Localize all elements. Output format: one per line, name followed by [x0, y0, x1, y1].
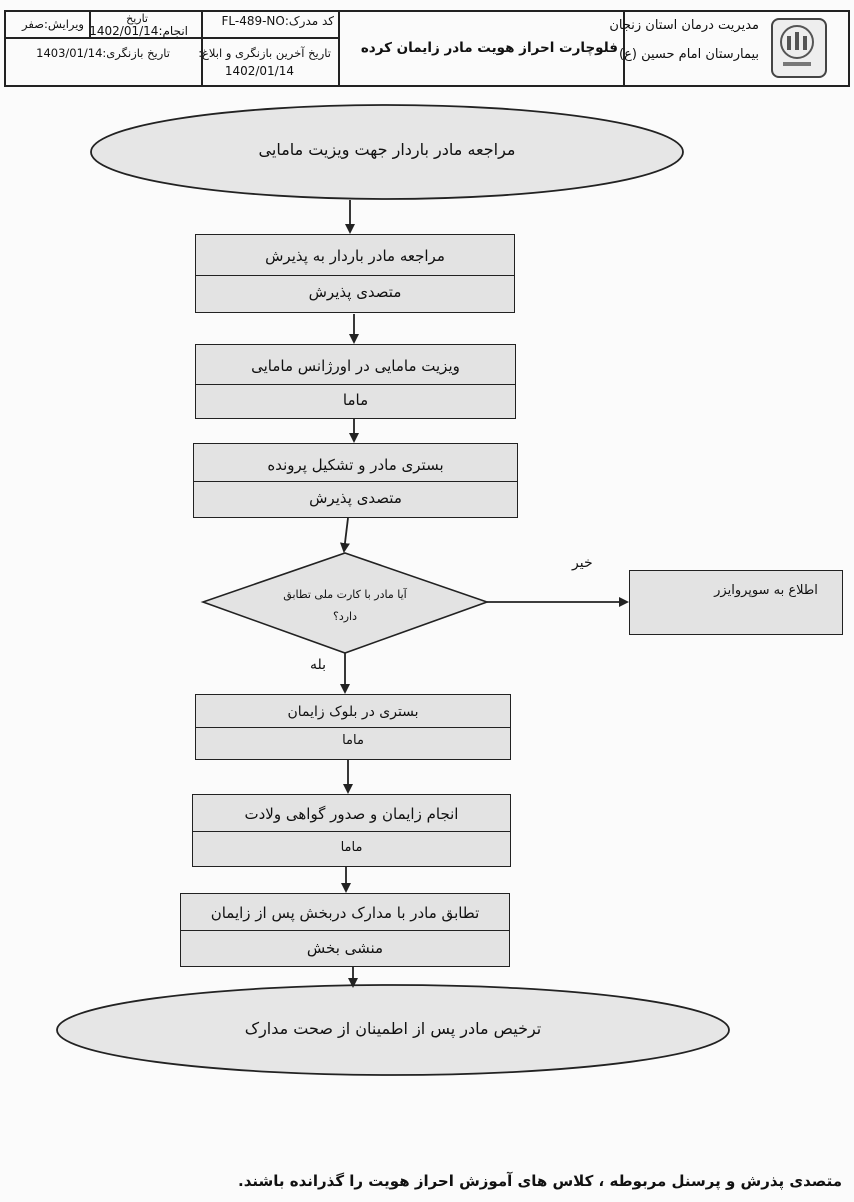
step-action: بستری در بلوک زایمان [287, 704, 419, 720]
start-text: مراجعه مادر باردار جهت ویزیت مامایی [258, 140, 516, 159]
step-document-match: تطابق مادر با مدارک دربخش پس از زایمان م… [180, 893, 510, 967]
document-code: کد مدرک:FL-489-NO [221, 14, 334, 28]
notify-supervisor-box: اطلاع به سوپروایزر [629, 570, 843, 635]
step-action: بستری مادر و تشکیل پرونده [267, 456, 444, 474]
step-actor: ماما [342, 391, 369, 409]
done-date: انجام:1402/01/14 [89, 24, 188, 38]
start-terminal [90, 104, 684, 200]
end-terminal [56, 984, 730, 1076]
step-action: تطابق مادر با مدارک دربخش پس از زایمان [210, 904, 480, 922]
footer-note: متصدی پذرش و پرسنل مربوطه ، کلاس های آمو… [238, 1172, 842, 1190]
end-text: ترخیص مادر پس از اطمینان از صحت مدارک [244, 1019, 542, 1038]
decision-text-2: دارد؟ [332, 610, 357, 623]
hospital-logo-icon [771, 18, 827, 78]
step-actor: متصدی پذیرش [309, 489, 402, 507]
revision: ویرایش:صفر [22, 17, 84, 31]
arrow-4 [339, 517, 350, 553]
step-action: مراجعه مادر باردار به پذیرش [265, 247, 445, 265]
step-midwife-visit: ویزیت مامایی در اورژانس مامایی ماما [195, 344, 516, 419]
step-admission: بستری مادر و تشکیل پرونده متصدی پذیرش [193, 443, 518, 518]
step-action: انجام زایمان و صدور گواهی ولادت [244, 805, 459, 823]
last-review-date: 1402/01/14 [224, 64, 294, 78]
step-actor: ماما [342, 733, 364, 748]
notify-supervisor-text: اطلاع به سوپروایزر [714, 583, 818, 598]
step-actor: منشی بخش [306, 939, 384, 957]
last-review-label: تاریخ آخرین بازنگری و ابلاغ: [198, 46, 331, 60]
review-date: تاریخ بازنگری:1403/01/14 [36, 46, 170, 60]
step-birth-certificate: انجام زایمان و صدور گواهی ولادت ماما [192, 794, 511, 867]
step-actor: متصدی پذیرش [308, 283, 402, 301]
yes-label: بله [310, 657, 327, 673]
date-label: تاریخ [126, 12, 148, 25]
no-label: خیر [572, 555, 593, 571]
org-line-1: مدیریت درمان استان زنجان [609, 18, 759, 33]
decision-text-1: آیا مادر با کارت ملی تطابق [283, 588, 407, 601]
step-action: ویزیت مامایی در اورژانس مامایی [251, 357, 460, 375]
step-delivery-block: بستری در بلوک زایمان ماما [195, 694, 511, 760]
org-line-2: بیمارستان امام حسین (ع) [619, 47, 759, 62]
document-title: فلوچارت احراز هویت مادر زایمان کرده [360, 40, 618, 56]
step-actor: ماما [340, 840, 363, 855]
decision-diamond [200, 552, 490, 654]
step-reception: مراجعه مادر باردار به پذیرش متصدی پذیرش [195, 234, 515, 313]
